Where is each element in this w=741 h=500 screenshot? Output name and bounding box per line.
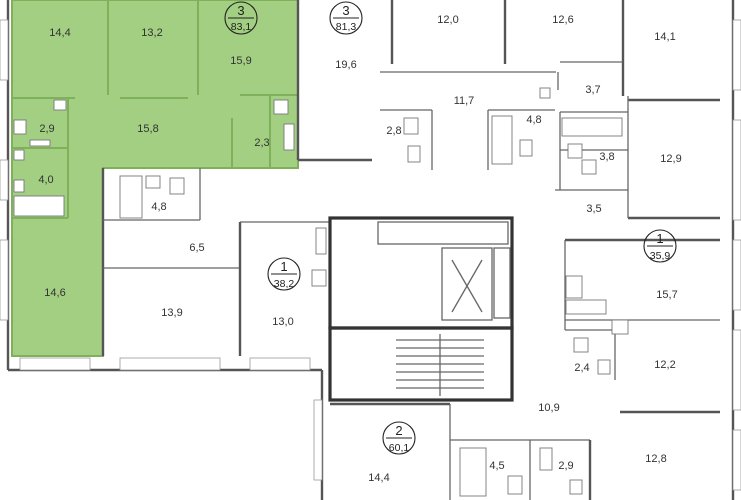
room-area: 4,8 [151,201,166,213]
apartment-highlighted-walls [12,0,298,219]
unit-badge-2-60: 2 60,1 [382,421,416,455]
room-area: 12,2 [654,359,675,371]
unit-rooms: 3 [237,3,244,18]
room-area: 13,0 [272,316,293,328]
room-area: 4,8 [526,114,541,126]
unit-badge-1-38: 1 38,2 [267,257,301,291]
room-area: 13,9 [161,307,182,319]
unit-area: 60,1 [389,442,410,454]
apartment-1-38[interactable] [101,168,332,370]
room-area: 4,5 [489,460,504,472]
room-area: 2,9 [39,123,54,135]
room-area: 12,8 [645,453,666,465]
room-area: 14,6 [44,287,65,299]
unit-area: 38,2 [274,278,295,290]
apartment-1-35-walls [564,238,720,414]
room-area: 13,2 [141,27,162,39]
apartment-3-81[interactable] [296,0,720,220]
room-area: 14,4 [368,472,389,484]
room-area: 19,6 [335,59,356,71]
unit-rooms: 3 [342,3,349,18]
room-area: 10,9 [538,402,559,414]
room-area: 6,5 [189,242,204,254]
bath-fixtures-highlighted [13,99,295,217]
room-area: 2,8 [386,125,401,137]
room-area: 12,0 [437,14,458,26]
room-area: 14,1 [654,31,675,43]
room-area: 15,9 [230,55,251,67]
room-area: 14,4 [49,27,70,39]
unit-rooms: 1 [280,259,287,274]
apartment-1-35-fixtures [565,275,629,375]
room-area: 3,8 [599,151,614,163]
room-area: 15,8 [137,123,158,135]
room-area: 15,7 [656,289,677,301]
apartment-1-38-fixtures [119,175,327,287]
room-area: 12,9 [660,153,681,165]
building-core [328,216,514,402]
unit-area: 35,9 [650,250,671,262]
apartment-2-60-walls [330,402,592,500]
unit-area: 81,3 [336,21,357,33]
room-labels: 14,4 13,2 15,9 2,9 15,8 4,0 2,3 14,6 19,… [38,14,681,484]
room-area: 2,3 [254,137,269,149]
room-area: 3,7 [585,84,600,96]
unit-badge-1-35: 1 35,9 [643,229,677,263]
apartment-2-60[interactable] [330,402,592,500]
apartment-3-81-fixtures [403,87,623,175]
apartment-1-35[interactable] [564,238,720,414]
unit-rooms: 1 [656,231,663,246]
room-area: 11,7 [454,95,475,107]
unit-area: 83,1 [231,21,252,33]
apartment-3-81-walls [296,0,720,220]
room-area: 2,4 [574,362,589,374]
unit-rooms: 2 [395,423,402,438]
unit-badge-3-81: 3 81,3 [329,1,363,35]
unit-badge-3-83: 3 83,1 [224,1,258,35]
room-area: 4,0 [38,174,53,186]
room-area: 12,6 [552,14,573,26]
room-area: 3,5 [586,203,601,215]
room-area: 2,9 [558,460,573,472]
apartment-2-60-fixtures [459,447,583,497]
stairs [396,334,484,396]
